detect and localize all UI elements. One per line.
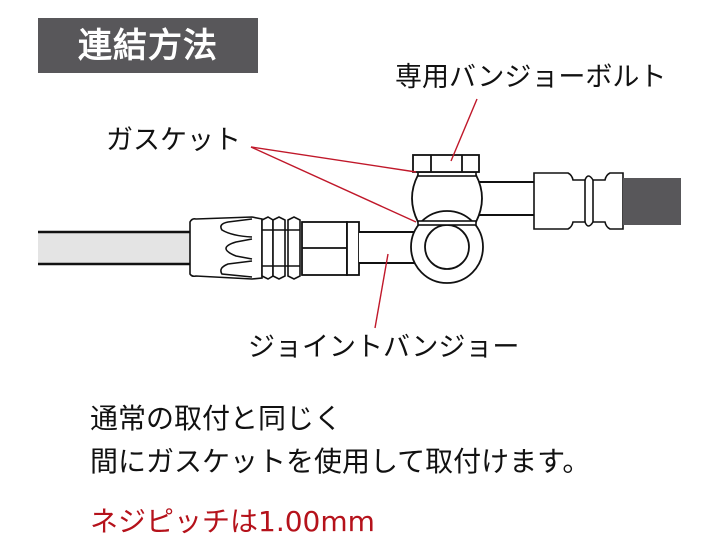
right-hose-fitting [533, 172, 624, 230]
gasket-label: ガスケット [106, 125, 241, 156]
joint-banjo-eye [410, 210, 484, 284]
title-banner: 連結方法 [38, 18, 258, 73]
hex-nut-rings [261, 216, 301, 280]
note-line-2: 間にガスケットを使用して取付けます。 [90, 445, 591, 478]
banjo-bolt-head [412, 154, 480, 173]
gasket-leader-upper [250, 146, 417, 173]
thread-pitch-note: ネジピッチは1.00mm [90, 505, 375, 538]
left-hose [38, 230, 192, 266]
right-hose [623, 178, 681, 225]
joint-banjo-label: ジョイントバンジョー [248, 332, 520, 363]
banjo-bolt-label: 専用バンジョーボルト [395, 62, 667, 93]
banjo-bolt-leader [450, 98, 478, 162]
gasket-leader-lower [250, 146, 417, 223]
upper-banjo [411, 174, 534, 223]
note-line-1: 通常の取付と同じく [90, 402, 343, 435]
leader-lines [250, 98, 478, 329]
joint-tube [359, 231, 417, 264]
hose-end-collar [189, 216, 263, 280]
joint-banjo-leader [374, 253, 389, 329]
fitting-hex-body [301, 221, 360, 276]
title-text: 連結方法 [78, 25, 218, 66]
